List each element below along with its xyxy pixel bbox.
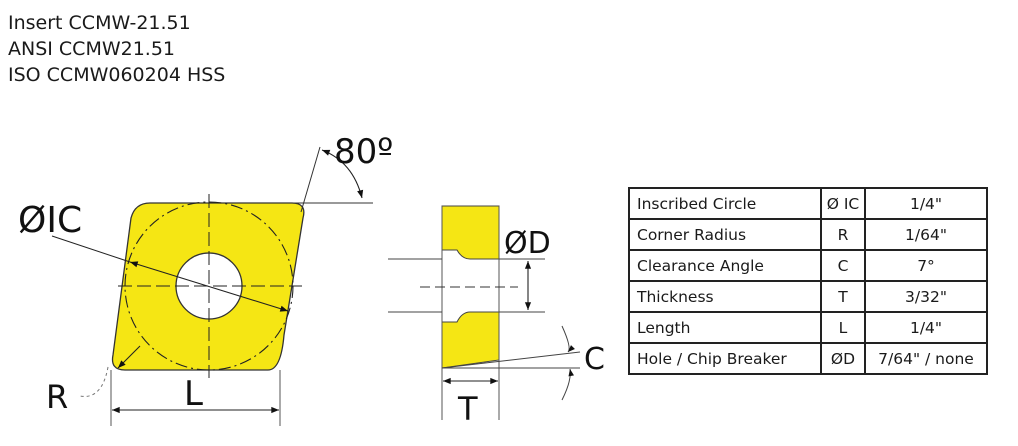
insert-title-block: Insert CCMW-21.51 ANSI CCMW21.51 ISO CCM… — [8, 10, 225, 88]
table-row: Inscribed Circle Ø IC 1/4" — [628, 187, 988, 220]
spec-value: 1/4" — [864, 187, 988, 220]
table-row: Hole / Chip Breaker ØD 7/64" / none — [628, 342, 988, 375]
iso-code: ISO CCMW060204 HSS — [8, 64, 226, 86]
label-angle: 80º — [334, 132, 393, 172]
spec-symbol: T — [820, 280, 866, 313]
label-thickness: T — [457, 390, 478, 428]
spec-symbol: C — [820, 249, 866, 282]
spec-label: Clearance Angle — [628, 249, 822, 282]
spec-value: 3/32" — [864, 280, 988, 313]
spec-label: Length — [628, 311, 822, 344]
label-clearance: C — [584, 342, 605, 377]
spec-label: Thickness — [628, 280, 822, 313]
spec-value: 7/64" / none — [864, 342, 988, 375]
spec-label: Corner Radius — [628, 218, 822, 251]
spec-value: 1/4" — [864, 311, 988, 344]
table-row: Thickness T 3/32" — [628, 280, 988, 313]
insert-name: Insert CCMW-21.51 — [8, 12, 191, 34]
label-length: L — [184, 374, 203, 414]
label-corner-radius: R — [46, 378, 68, 416]
spec-value: 7° — [864, 249, 988, 282]
ansi-code: ANSI CCMW21.51 — [8, 38, 176, 60]
spec-symbol: L — [820, 311, 866, 344]
top-view: ØIC R L 80º — [18, 132, 393, 426]
spec-symbol: R — [820, 218, 866, 251]
specs-table: Inscribed Circle Ø IC 1/4" Corner Radius… — [628, 187, 988, 375]
spec-label: Hole / Chip Breaker — [628, 342, 822, 375]
spec-label: Inscribed Circle — [628, 187, 822, 220]
label-inscribed-circle: ØIC — [18, 200, 82, 241]
spec-symbol: Ø IC — [820, 187, 866, 220]
side-view: ØD C T — [388, 205, 605, 428]
spec-symbol: ØD — [820, 342, 866, 375]
table-row: Length L 1/4" — [628, 311, 988, 344]
spec-value: 1/64" — [864, 218, 988, 251]
table-row: Clearance Angle C 7° — [628, 249, 988, 282]
table-row: Corner Radius R 1/64" — [628, 218, 988, 251]
label-hole-diameter: ØD — [504, 226, 551, 261]
